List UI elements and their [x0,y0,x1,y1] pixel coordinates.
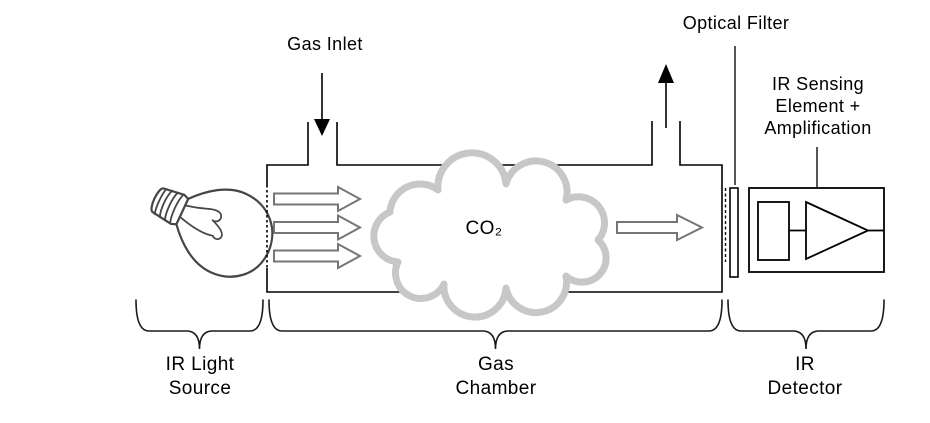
amplifier-triangle-icon [805,200,871,261]
gas-outlet-arrow-icon [658,64,674,128]
ir-detector-box [748,187,885,273]
ir-light-source-brace [135,299,264,350]
ir-beam-output-arrow-icon [616,213,705,242]
ir-light-source-label: IR Light Source [120,353,280,401]
ir-sensing-element-label-line1: IR Sensing [771,74,865,94]
ir-detector-label: IR Detector [725,353,885,401]
ir-beam-arrow-icon [273,185,363,213]
chamber-right-bottom [266,121,723,293]
gas-cloud-icon [370,149,610,321]
ir-detector-brace [727,299,885,350]
ir-beam-arrows [273,185,705,270]
light-bulb-icon [150,187,274,278]
chamber-top-left-and-inlet-pipe-left [266,122,309,185]
section-braces [135,299,885,350]
optical-filter-slab [729,187,739,278]
gas-chamber-label-line2: Chamber [455,378,537,399]
ir-detector-label-line1: IR [795,354,815,375]
sensing-element-icon [757,201,790,261]
gas-chamber-brace [268,299,723,350]
gas-inlet-arrow-icon [314,73,330,136]
ir-light-source-label-line1: IR Light [165,354,235,375]
ir-sensing-element-label-line3: Amplification [764,118,872,138]
ir-light-source-label-line2: Source [168,378,232,399]
ir-beam-arrow-icon [273,213,363,242]
ir-detector-label-line2: Detector [767,378,843,399]
ir-sensing-element-label: IR Sensing Element + Amplification [738,73,898,139]
gas-chamber-label: Gas Chamber [416,353,576,401]
co2-label: CO₂ [465,218,503,239]
ir-sensing-element-label-line2: Element + [775,96,861,116]
gas-inlet-label: Gas Inlet [287,34,363,54]
gas-chamber-label-line1: Gas [477,354,515,375]
optical-filter-label: Optical Filter [682,13,790,33]
ir-beam-arrow-icon [273,242,363,270]
